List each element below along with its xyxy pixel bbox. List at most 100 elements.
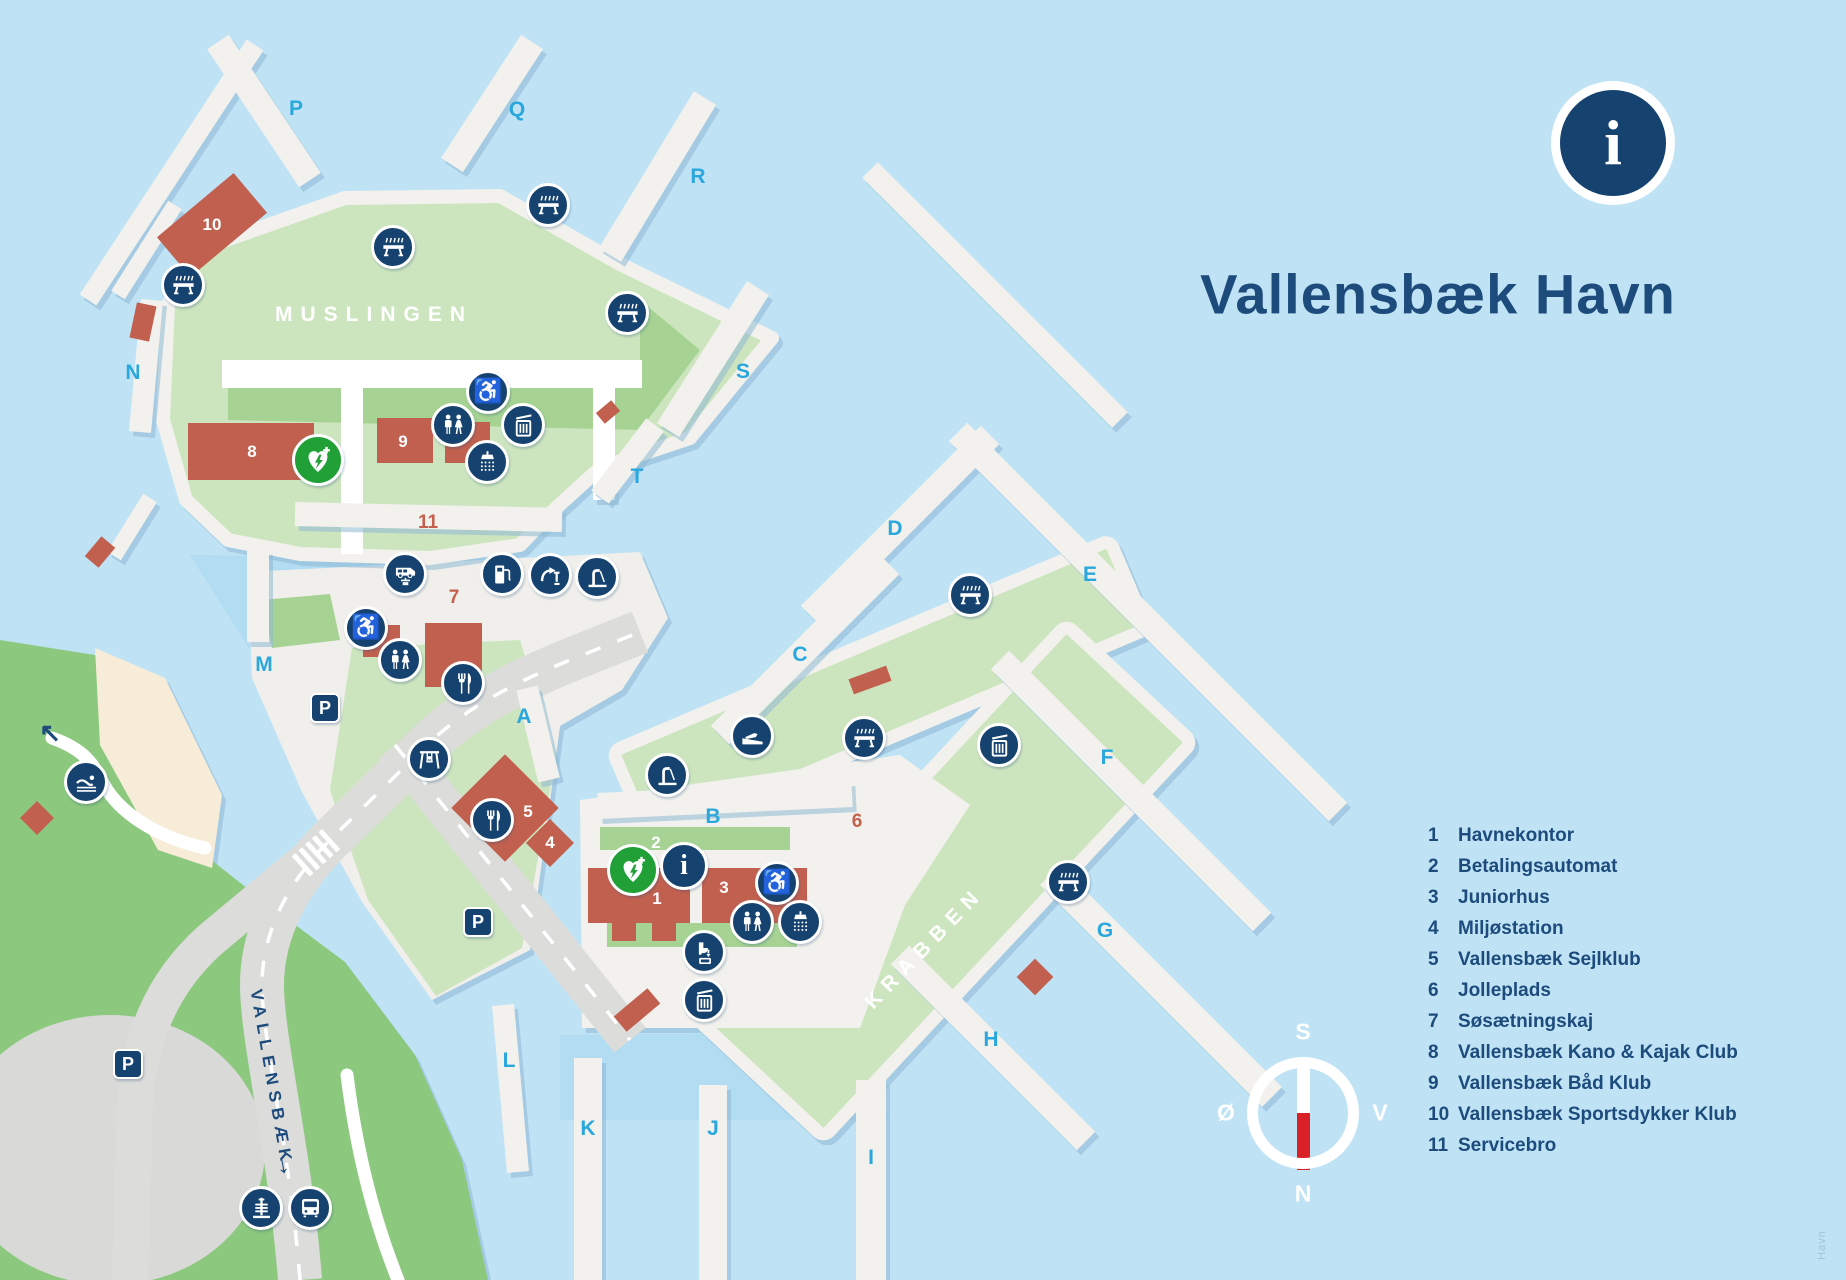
compass-east: Ø — [1217, 1099, 1235, 1126]
compass-south: S — [1295, 1018, 1311, 1045]
restaurant-icon — [441, 661, 485, 705]
pier-T — [591, 418, 664, 504]
pier-label-N: N — [125, 361, 141, 384]
fuel-icon — [480, 552, 524, 596]
grill-icon — [526, 183, 570, 227]
krabben-green-strip1 — [600, 827, 790, 850]
pier-label-R: R — [690, 165, 706, 188]
legend-label: Miljøstation — [1458, 917, 1564, 939]
pier-label-S: S — [735, 360, 751, 383]
road-centerline — [260, 630, 641, 1280]
grill-icon — [161, 263, 205, 307]
muslingen-peninsula — [156, 189, 779, 565]
marker-10: 10 — [202, 215, 222, 234]
pier-label-T: T — [630, 465, 644, 488]
wheelchair-icon: ♿ — [755, 861, 799, 905]
playground-icon — [407, 737, 451, 781]
legend-label: Servicebro — [1458, 1134, 1557, 1156]
pier-L — [492, 1004, 529, 1173]
marker-7: 7 — [448, 587, 460, 608]
marker-11: 11 — [417, 512, 439, 533]
grill-icon — [842, 716, 886, 760]
roads — [112, 611, 649, 1280]
marker-1: 1 — [652, 889, 662, 908]
legend-label: Betalingsautomat — [1458, 855, 1618, 877]
compass-ring — [1247, 1057, 1359, 1169]
pier-label-F: F — [1100, 746, 1114, 769]
legend-label: Havnekontor — [1458, 824, 1575, 846]
grill-icon — [1046, 860, 1090, 904]
wheelchair-icon: ♿ — [466, 370, 510, 414]
pier-B — [597, 781, 853, 819]
crosswalk — [291, 828, 341, 877]
trash-icon — [682, 978, 726, 1022]
pier-label-E: E — [1082, 563, 1098, 586]
parking-sign: P — [310, 693, 340, 723]
legend-label: Vallensbæk Sejlklub — [1458, 948, 1641, 970]
toilets-icon — [378, 638, 422, 682]
pier-F — [990, 650, 1272, 932]
pier-G — [1040, 865, 1282, 1107]
pier-label-L: L — [502, 1049, 516, 1072]
pier-label-H: H — [983, 1028, 999, 1051]
pump-out-icon — [528, 553, 572, 597]
trash-icon — [501, 403, 545, 447]
pier-label-D: D — [887, 517, 903, 540]
marker-8: 8 — [247, 442, 257, 461]
red-mark4 — [613, 988, 661, 1032]
building-10 — [156, 172, 268, 278]
toilets-icon — [431, 403, 475, 447]
marker-5: 5 — [523, 802, 533, 821]
marker-9: 9 — [398, 432, 408, 451]
pier-P — [207, 34, 321, 188]
pier-label-G: G — [1096, 919, 1114, 942]
breakwater-ne — [862, 162, 1128, 428]
pier-label-J: J — [707, 1117, 719, 1140]
piers — [79, 34, 1348, 1280]
pier-label-K: K — [580, 1117, 596, 1140]
legend-label: Vallensbæk Sportsdykker Klub — [1458, 1103, 1737, 1125]
pier-label-Q: Q — [508, 98, 526, 121]
pier-label-B: B — [705, 805, 721, 828]
central-green2 — [262, 594, 340, 648]
legend-label: Juniorhus — [1458, 886, 1550, 908]
shower-icon — [778, 900, 822, 944]
pier-label-A: A — [516, 705, 532, 728]
swimmer-icon — [64, 760, 108, 804]
legend-label: Søsætningskaj — [1458, 1010, 1594, 1032]
pier-label-C: C — [792, 643, 808, 666]
wheelchair-icon: ♿ — [344, 606, 388, 650]
defibrillator-icon — [292, 434, 344, 486]
legend-label: Vallensbæk Båd Klub — [1458, 1072, 1652, 1094]
red-mark2 — [84, 536, 116, 568]
marker-2: 2 — [651, 833, 661, 852]
red-diamond2 — [1016, 958, 1054, 996]
building-4 — [525, 818, 575, 868]
pier-label-M: M — [255, 653, 273, 676]
beach-direction-arrow: ↖ — [39, 717, 61, 748]
grill-icon — [371, 225, 415, 269]
road-centerline2 — [393, 743, 632, 1042]
pier-stub-nw — [111, 200, 182, 300]
restaurant-icon — [470, 798, 514, 842]
pier-R — [598, 91, 717, 262]
pier-D — [800, 425, 1000, 625]
road-direction-arrow: → — [270, 1149, 305, 1181]
info-icon: i — [660, 842, 708, 890]
krabben-peninsula — [580, 536, 1196, 1141]
pier-Q — [441, 34, 543, 173]
marker-6: 6 — [851, 811, 863, 832]
boat-ramp-icon — [730, 714, 774, 758]
info-icon: i — [1560, 90, 1666, 196]
marker-4: 4 — [545, 833, 555, 852]
parking-sign: P — [113, 1049, 143, 1079]
marker-3: 3 — [719, 878, 729, 897]
red-mark5 — [848, 665, 892, 695]
